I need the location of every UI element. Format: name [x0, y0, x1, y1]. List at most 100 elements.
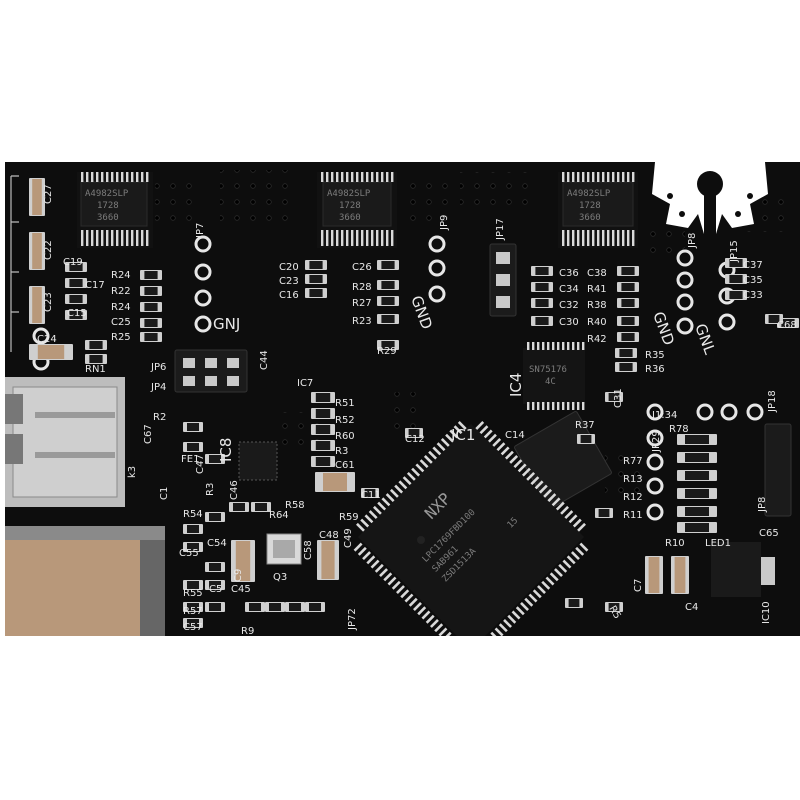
silk-label: R41: [587, 284, 607, 295]
smd-body: [37, 345, 65, 359]
silk-label: C24: [37, 334, 57, 345]
silk-label: R28: [352, 282, 372, 293]
silk-label: JP18: [767, 390, 778, 413]
silk-label: C61: [335, 460, 355, 471]
silk-label: C23: [43, 292, 54, 312]
ic8-chip: [238, 441, 278, 481]
silk-label: JP29: [651, 430, 662, 453]
chip-pin: [568, 514, 578, 524]
chip-pin: [400, 589, 410, 599]
chip-pin: [575, 546, 585, 556]
smd-body: [269, 603, 281, 611]
silk-label: R59: [339, 512, 359, 523]
chip-pin: [377, 501, 387, 511]
chip-pin: [577, 172, 580, 182]
silk-label: C54: [207, 538, 227, 549]
chip-pin: [394, 484, 404, 494]
chip-pin: [111, 172, 114, 182]
ic10-regulator: [711, 542, 775, 597]
chip-pin: [496, 442, 506, 452]
chip-pin: [421, 610, 431, 620]
smd-body: [381, 297, 395, 305]
chip-pin: [582, 172, 585, 182]
chip-pin: [537, 402, 540, 410]
chip-marking: A4982SLP: [85, 189, 129, 199]
chip-marking: 3660: [579, 213, 601, 223]
header-pin-hole: [652, 483, 658, 489]
silk-label: R51: [335, 398, 355, 409]
silk-label: JP17: [495, 218, 506, 241]
header-pin: [676, 249, 694, 267]
smd-body: [315, 441, 331, 450]
chip-pin: [371, 230, 374, 246]
microcontroller-chip: [353, 421, 589, 654]
chip-pin: [331, 172, 334, 182]
chip-pin: [385, 493, 395, 503]
silk-label: C26: [352, 262, 372, 273]
header-pin-hole: [652, 409, 658, 415]
silk-label: C37: [743, 260, 763, 271]
chip-pin: [552, 342, 555, 350]
smd-body: [729, 291, 743, 299]
chip-marking: SN75176: [529, 365, 567, 375]
smd-body: [209, 581, 221, 589]
silk-label: R35: [645, 350, 665, 361]
header-pin-hole: [434, 241, 440, 247]
header-pin: [194, 263, 212, 281]
chip-pin: [387, 576, 397, 586]
chip-pin: [622, 230, 625, 246]
ic4-chip: [523, 348, 585, 404]
chip-pin: [101, 172, 104, 182]
chip-pin: [425, 614, 435, 624]
chip-pin: [597, 172, 600, 182]
header-pin-hole: [652, 459, 658, 465]
chip-pin: [572, 230, 575, 246]
header-pin-hole: [752, 409, 758, 415]
chip-pin: [572, 518, 582, 528]
silk-label: R52: [335, 415, 355, 426]
silk-label: C45: [231, 584, 251, 595]
chip-pin: [326, 230, 329, 246]
chip-pin: [362, 551, 372, 561]
silk-label: R38: [587, 300, 607, 311]
chip-pin: [552, 402, 555, 410]
silk-label: R11: [623, 510, 643, 521]
smd-body: [535, 299, 549, 307]
chip-pin: [81, 172, 84, 182]
smd-body: [187, 525, 199, 533]
header-pin: [194, 235, 212, 253]
via-field: [605, 452, 645, 502]
silk-label: C17: [85, 280, 105, 291]
smd-body: [187, 603, 199, 611]
chip-pin: [503, 619, 513, 628]
chip-pin: [582, 402, 585, 410]
silk-label: C68: [777, 320, 797, 331]
chip-pin: [126, 230, 129, 246]
header-pin-hole: [682, 255, 688, 261]
chip-pin: [526, 471, 536, 481]
header-pin: [746, 403, 764, 421]
chip-pin: [547, 402, 550, 410]
chip-marking: A4982SLP: [327, 189, 371, 199]
via-field: [155, 182, 195, 222]
chip-pin: [336, 230, 339, 246]
silk-label: JP8: [757, 497, 768, 513]
chip-pin: [361, 230, 364, 246]
silk-label: R9: [241, 626, 254, 636]
chip-pin: [413, 602, 422, 611]
chip-pin: [612, 172, 615, 182]
header-pin-hole: [38, 333, 44, 339]
smd-body: [89, 355, 103, 363]
silk-label: C19: [63, 257, 83, 268]
smd-body: [144, 319, 158, 327]
chip-pin: [321, 172, 324, 182]
chip-pin: [370, 559, 380, 569]
chip-pin: [389, 488, 399, 498]
jumper-block: [764, 423, 792, 517]
chip-pin: [498, 623, 508, 633]
chip-pin: [321, 230, 324, 246]
chip-pin: [532, 342, 535, 350]
smd-body: [289, 603, 301, 611]
chip-pin: [116, 172, 119, 182]
smd-body: [32, 287, 42, 323]
